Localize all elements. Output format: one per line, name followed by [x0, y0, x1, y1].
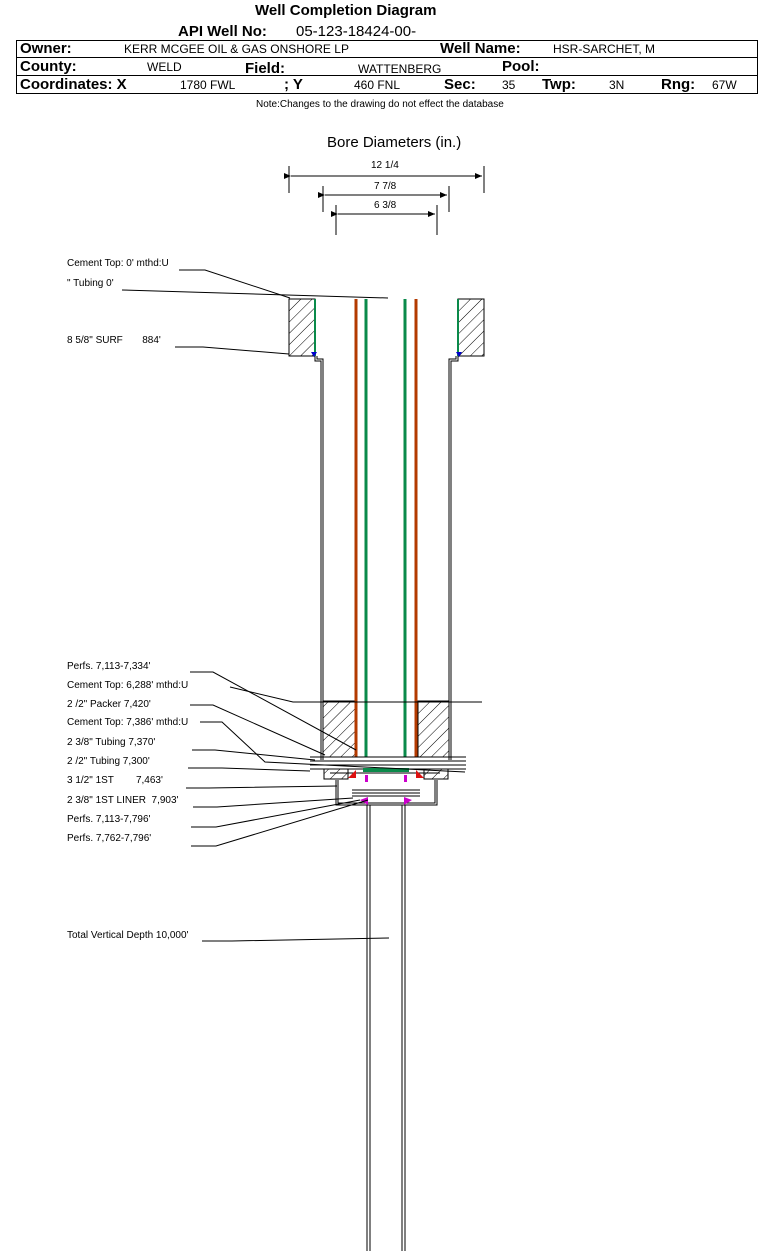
label-cement-top-0: Cement Top: 0' mthd:U [67, 258, 169, 269]
label-liner: 2 3/8" 1ST LINER 7,903' [67, 795, 179, 806]
label-tubing-7370: 2 3/8" Tubing 7,370' [67, 737, 156, 748]
coordinates-label: Coordinates: X [20, 76, 127, 93]
label-total-vertical-depth: Total Vertical Depth 10,000' [67, 930, 189, 941]
bore-diameter-3: 6 3/8 [374, 200, 397, 211]
twp-label: Twp: [542, 76, 576, 93]
label-perfs-2: Perfs. 7,113-7,796' [67, 814, 151, 825]
leader-lines [121, 269, 482, 942]
bore-title: Bore Diameters (in.) [327, 134, 462, 151]
tubing-strings [354, 299, 418, 757]
note-text: Note:Changes to the drawing do not effec… [256, 99, 504, 110]
label-cement-top-7386: Cement Top: 7,386' mthd:U [67, 717, 189, 728]
label-surface-casing: 8 5/8" SURF 884' [67, 335, 161, 346]
lower-cement-left [322, 700, 356, 758]
y-value: 460 FNL [354, 78, 401, 92]
production-casing [314, 356, 459, 760]
api-label: API Well No: [178, 23, 267, 40]
field-value: WATTENBERG [358, 62, 442, 76]
label-packer: 2 /2" Packer 7,420' [67, 699, 151, 710]
twp-value: 3N [609, 78, 625, 92]
sec-label: Sec: [444, 76, 476, 93]
api-value: 05-123-18424-00- [296, 23, 417, 40]
well-name-value: HSR-SARCHET, M [553, 42, 656, 56]
surface-cement-left [288, 298, 316, 357]
bore-diameter-2: 7 7/8 [374, 181, 397, 192]
label-tubing-7300: 2 /2" Tubing 7,300' [67, 756, 150, 767]
bore-diameter-1: 12 1/4 [371, 160, 399, 171]
header-row-county [16, 58, 758, 76]
rng-label: Rng: [661, 76, 696, 93]
x-value: 1780 FWL [180, 78, 236, 92]
label-tubing-0: " Tubing 0' [67, 278, 114, 289]
header-row-owner [16, 40, 758, 58]
label-perfs-1: Perfs. 7,113-7,334' [67, 661, 151, 672]
pool-label: Pool: [502, 58, 540, 75]
owner-label: Owner: [20, 40, 72, 57]
liner [335, 780, 438, 806]
surface-cement-right [457, 298, 485, 357]
open-hole [366, 805, 406, 1251]
owner-value: KERR MCGEE OIL & GAS ONSHORE LP [124, 42, 349, 56]
county-value: WELD [147, 60, 182, 74]
sec-value: 35 [502, 78, 516, 92]
y-label: ; Y [284, 76, 303, 93]
well-name-label: Well Name: [440, 40, 521, 57]
county-label: County: [20, 58, 77, 75]
label-perfs-3: Perfs. 7,762-7,796' [67, 833, 152, 844]
rng-value: 67W [712, 78, 737, 92]
label-1st: 3 1/2" 1ST 7,463' [67, 775, 163, 786]
lower-cement-right [417, 700, 450, 758]
label-cement-top-6288: Cement Top: 6,288' mthd:U [67, 680, 189, 691]
header-row-coordinates [16, 76, 758, 94]
bore-dimension-lines [284, 166, 485, 235]
field-label: Field: [245, 60, 285, 77]
diagram-title: Well Completion Diagram [255, 2, 437, 19]
